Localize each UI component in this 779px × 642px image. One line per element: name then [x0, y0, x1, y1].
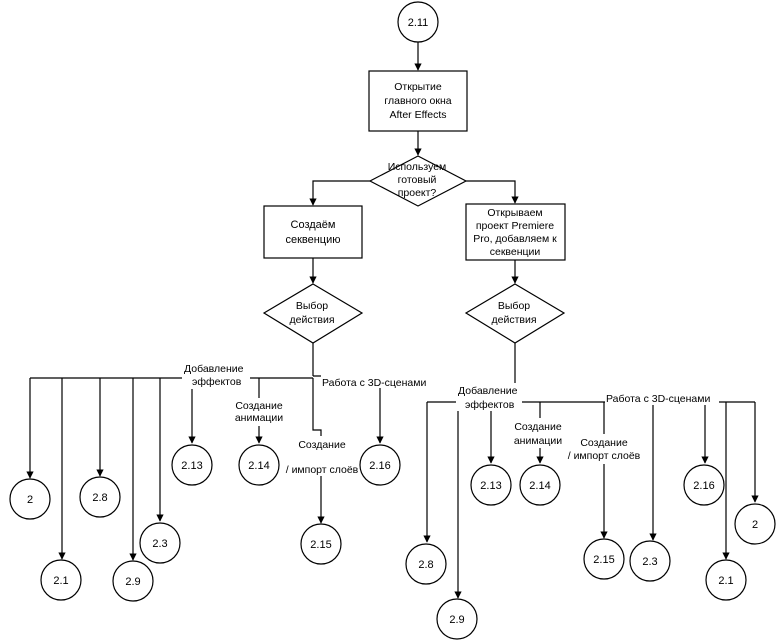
left-layers-line-1: Создание [298, 439, 346, 451]
right-layers-line-2: / импорт слоёв [568, 450, 641, 462]
right-node-2-1: 2.1 [705, 559, 747, 601]
svg-text:2.13: 2.13 [181, 460, 202, 472]
start-node: 2.11 [397, 1, 439, 43]
open-premiere-line-1: Открываем [487, 207, 542, 219]
right-node-2-9: 2.9 [436, 598, 478, 640]
right-node-2-8: 2.8 [405, 543, 447, 585]
open-window-process: Открытие главного окна After Effects [368, 70, 468, 132]
left-node-2-15: 2.15 [300, 523, 342, 565]
decision-line-3: проект? [398, 187, 437, 199]
svg-text:2.8: 2.8 [418, 559, 433, 571]
left-animation-line-1: Создание [235, 400, 283, 412]
svg-text:2.3: 2.3 [152, 538, 167, 550]
svg-text:2.1: 2.1 [718, 575, 733, 587]
open-window-line-2: главного окна [384, 95, 451, 107]
left-node-2-14: 2.14 [238, 444, 280, 486]
left-node-2-16: 2.16 [359, 444, 401, 486]
svg-text:2.16: 2.16 [369, 460, 390, 472]
left-decision-line-2: действия [289, 314, 334, 326]
svg-text:2.3: 2.3 [642, 556, 657, 568]
start-node-label: 2.11 [408, 17, 429, 29]
svg-text:2: 2 [27, 494, 33, 506]
create-sequence-process: Создаём секвенцию [263, 205, 363, 259]
decision-line-2: готовый [398, 174, 437, 186]
left-node-2-1: 2.1 [40, 559, 82, 601]
svg-text:2.15: 2.15 [593, 554, 614, 566]
svg-text:2.13: 2.13 [480, 480, 501, 492]
open-premiere-line-2: проект Premiere [476, 220, 554, 232]
svg-text:2.14: 2.14 [248, 460, 269, 472]
right-effects-line-1: Добавление [458, 385, 518, 397]
project-decision: Используем готовый проект? [368, 155, 468, 207]
open-premiere-process: Открываем проект Premiere Pro, добавляем… [465, 203, 566, 261]
svg-text:2.8: 2.8 [92, 492, 107, 504]
svg-text:2.15: 2.15 [310, 539, 331, 551]
left-branch-labels: Добавление эффектов Создание анимации Со… [182, 361, 437, 476]
right-decision-line-2: действия [491, 314, 536, 326]
open-premiere-line-4: секвенции [490, 246, 541, 258]
left-node-2-8: 2.8 [79, 476, 121, 518]
left-animation-line-2: анимации [235, 412, 283, 424]
left-3d-scenes-label: Работа с 3D-сценами [322, 377, 426, 389]
open-premiere-line-3: Pro, добавляем к [473, 233, 557, 245]
right-node-2: 2 [734, 503, 776, 545]
left-layers-line-2: / импорт слоёв [286, 464, 359, 476]
right-layers-line-1: Создание [580, 437, 628, 449]
right-node-2-16: 2.16 [683, 464, 725, 506]
svg-text:2.14: 2.14 [529, 480, 550, 492]
left-decision-line-1: Выбор [296, 300, 328, 312]
svg-text:2: 2 [752, 519, 758, 531]
right-node-2-14: 2.14 [519, 464, 561, 506]
right-node-2-13: 2.13 [470, 464, 512, 506]
svg-text:2.9: 2.9 [125, 576, 140, 588]
left-action-decision: Выбор действия [262, 283, 364, 344]
left-node-2-9: 2.9 [112, 560, 154, 602]
left-node-2-13: 2.13 [171, 444, 213, 486]
right-action-decision: Выбор действия [464, 283, 566, 344]
right-node-2-3: 2.3 [629, 540, 671, 582]
right-3d-scenes-label: Работа с 3D-сценами [606, 393, 710, 405]
open-window-line-3: After Effects [390, 109, 447, 121]
left-effects-line-2: эффектов [192, 376, 242, 388]
right-effects-line-2: эффектов [465, 399, 515, 411]
svg-text:2.16: 2.16 [693, 480, 714, 492]
open-window-line-1: Открытие [394, 81, 442, 93]
svg-text:2.9: 2.9 [449, 614, 464, 626]
left-terminal-nodes: 2 2.1 2.8 2.9 2.3 2.13 2.14 2.15 2.16 [9, 444, 401, 602]
right-animation-line-1: Создание [514, 421, 562, 433]
create-sequence-line-2: секвенцию [285, 234, 340, 246]
svg-text:2.1: 2.1 [53, 575, 68, 587]
right-animation-line-2: анимации [514, 435, 562, 447]
right-decision-line-1: Выбор [498, 300, 530, 312]
right-branch-labels: Добавление эффектов Создание анимации Со… [456, 383, 719, 464]
left-effects-line-1: Добавление [184, 363, 244, 375]
right-node-2-15: 2.15 [583, 538, 625, 580]
right-terminal-nodes: 2.8 2.9 2.13 2.14 2.15 2.3 2.16 2.1 2 [405, 464, 776, 640]
left-node-2-3: 2.3 [139, 522, 181, 564]
left-node-2: 2 [9, 478, 51, 520]
create-sequence-line-1: Создаём [291, 219, 336, 231]
decision-line-1: Используем [388, 161, 447, 173]
